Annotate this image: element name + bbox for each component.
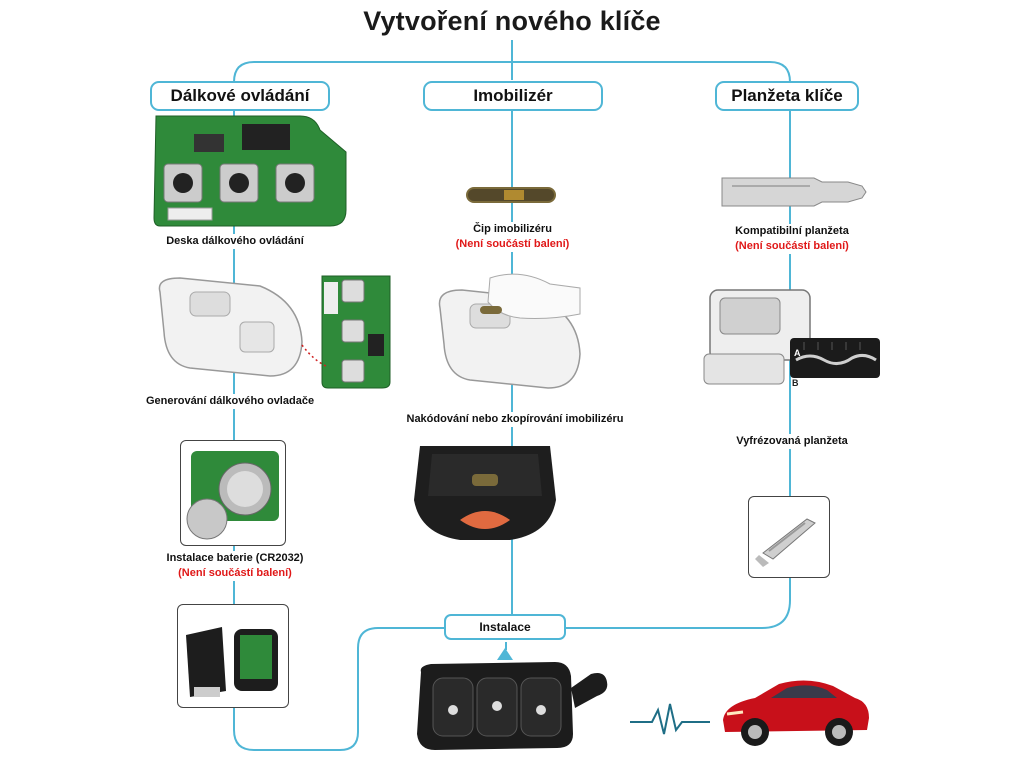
opened-key-image	[186, 627, 278, 697]
diagram-title: Vytvoření nového klíče	[363, 6, 661, 36]
immobilizer-chip-image	[466, 187, 556, 203]
caption-remote-board: Deska dálkového ovládání	[140, 234, 330, 249]
cut-blade-frame	[748, 496, 830, 578]
opened-key-frame	[177, 604, 289, 708]
section-blade: Planžeta klíče	[715, 81, 859, 111]
battery-pcb-image	[186, 451, 279, 540]
battery-note: (Není součástí balení)	[178, 567, 292, 579]
key-programmer-icon	[438, 273, 581, 389]
red-car-image	[723, 680, 869, 746]
remote-pcb-image	[153, 115, 347, 227]
blade-label: Kompatibilní planžeta	[735, 225, 849, 237]
caption-blade-cut: Vyfrézovaná planžeta	[712, 434, 872, 449]
pcb-module-image	[321, 275, 391, 389]
caption-battery: Instalace baterie (CR2032) (Není součást…	[145, 551, 325, 581]
hand-icon	[487, 273, 581, 319]
battery-label: Instalace baterie (CR2032)	[166, 552, 304, 564]
section-immobilizer: Imobilizér	[423, 81, 603, 111]
key-shell-image	[414, 446, 556, 540]
caption-chip: Čip imobilizéru (Není součástí balení)	[415, 222, 610, 252]
install-label: Instalace	[444, 614, 566, 640]
flip-key-image	[417, 648, 608, 750]
caption-remote-generate: Generování dálkového ovladače	[130, 394, 330, 409]
key-programmer-icon	[158, 277, 303, 377]
cut-blade-image	[755, 518, 816, 567]
link-dotted	[301, 344, 329, 368]
chip-label: Čip imobilizéru	[473, 223, 552, 235]
decoder-label-a: A	[794, 348, 801, 358]
key-cutting-machine-image: A B	[703, 289, 880, 388]
decoder-label-b: B	[792, 378, 799, 388]
blade-note: (Není součástí balení)	[735, 240, 849, 252]
key-blade-image	[721, 177, 867, 207]
caption-blade: Kompatibilní planžeta (Není součástí bal…	[712, 224, 872, 254]
signal-wave-icon	[630, 703, 710, 735]
section-remote: Dálkové ovládání	[150, 81, 330, 111]
caption-immo-program: Nakódování nebo zkopírování imobilizéru	[395, 412, 635, 427]
battery-frame	[180, 440, 286, 546]
chip-note: (Není součástí balení)	[455, 238, 570, 250]
